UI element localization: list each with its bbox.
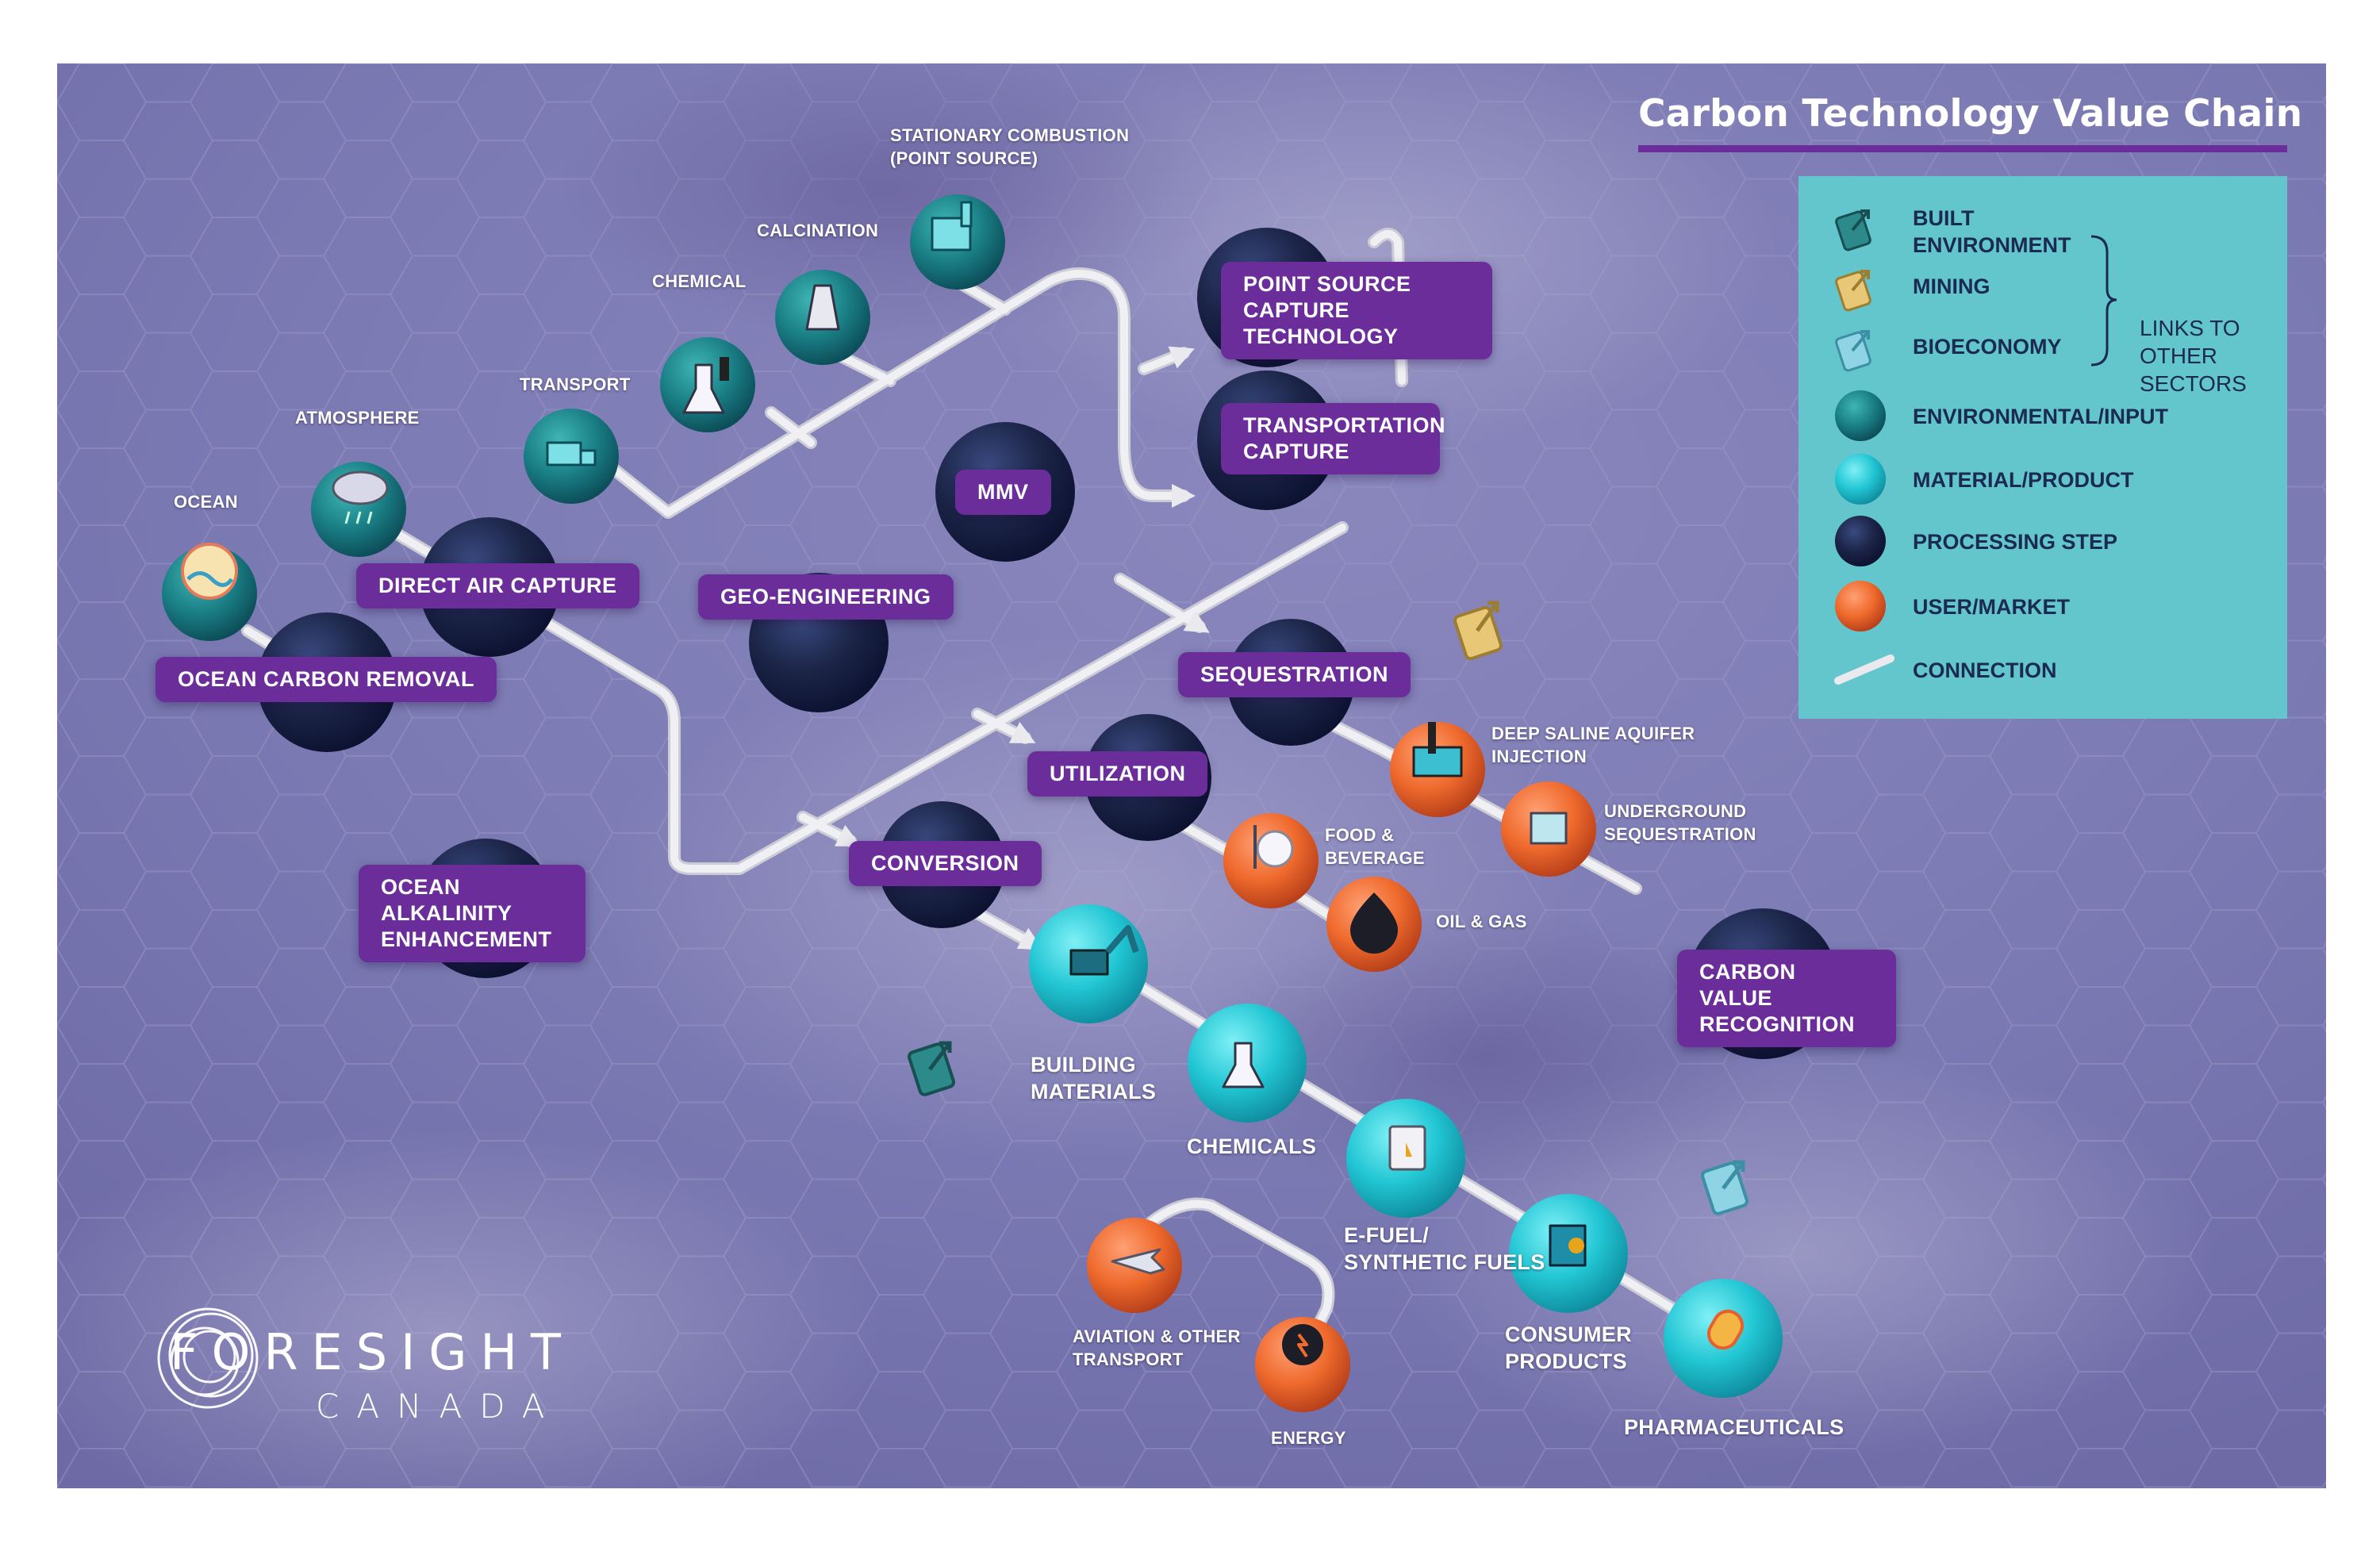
circuit-icon <box>1530 812 1568 845</box>
aviation-label: AVIATION & OTHER TRANSPORT <box>1073 1326 1241 1369</box>
ocean-label: OCEAN <box>174 492 238 512</box>
ocean-alkalinity-label: OCEAN ALKALINITY ENHANCEMENT <box>359 865 585 962</box>
legend: BUILT ENVIRONMENT MINING BIOECONOMY LINK… <box>1798 176 2287 719</box>
cloud-rain-icon <box>332 470 389 524</box>
legend-mining: MINING <box>1913 274 1990 298</box>
consumer-products-label: CONSUMER PRODUCTS <box>1505 1322 1632 1373</box>
energy-label: ENERGY <box>1271 1428 1346 1448</box>
shopping-bag-icon <box>1549 1224 1587 1267</box>
legend-material: MATERIAL/PRODUCT <box>1913 468 2134 492</box>
chemical-label: CHEMICAL <box>652 271 747 291</box>
gear-icon <box>1282 1324 1323 1365</box>
underground-label: UNDERGROUND SEQUESTRATION <box>1604 801 1756 844</box>
direct-air-capture-label: DIRECT AIR CAPTURE <box>356 563 639 608</box>
built-environment-link-icon <box>907 1041 956 1096</box>
user-market-swatch <box>1835 581 1886 631</box>
efuel-label: E-FUEL/ SYNTHETIC FUELS <box>1344 1223 1545 1274</box>
flask-icon <box>682 357 729 414</box>
geo-engineering-label: GEO-ENGINEERING <box>698 574 954 620</box>
fuel-can-icon <box>1388 1125 1426 1171</box>
pharmaceuticals-label: PHARMACEUTICALS <box>1624 1415 1844 1439</box>
processing-swatch <box>1835 516 1886 566</box>
legend-built-environment: BUILT ENVIRONMENT <box>1913 206 2071 257</box>
floating-link-icons <box>907 601 1749 1215</box>
mmv-label: MMV <box>955 470 1051 515</box>
value-chain-diagram: POINT SOURCE CAPTURE TECHNOLOGY TRANSPOR… <box>57 63 2326 1488</box>
logo-foresight: FORESIGHT <box>170 1323 574 1381</box>
title-underline <box>1638 145 2287 152</box>
connection-swatch <box>1834 654 1894 685</box>
brace-icon <box>2090 235 2117 367</box>
environmental-swatch <box>1835 390 1886 441</box>
chemicals-label: CHEMICALS <box>1187 1134 1317 1158</box>
wave-icon <box>181 543 238 600</box>
built-environment-icon <box>1835 209 1871 251</box>
cloud <box>57 1127 882 1488</box>
legend-processing: PROCESSING STEP <box>1913 530 2118 554</box>
transport-label: TRANSPORT <box>520 374 631 394</box>
ocean-carbon-removal-label: OCEAN CARBON REMOVAL <box>155 657 497 702</box>
plate-icon <box>1253 825 1294 869</box>
legend-user-market: USER/MARKET <box>1913 595 2071 619</box>
mining-link-icon <box>1453 601 1503 661</box>
links-to-other-sectors: LINKS TO OTHER SECTORS <box>2140 316 2247 396</box>
utilization-label: UTILIZATION <box>1027 751 1208 797</box>
atmosphere-label: ATMOSPHERE <box>295 408 420 428</box>
point-source-label: POINT SOURCE CAPTURE TECHNOLOGY <box>1221 262 1492 359</box>
airplane-icon <box>1111 1248 1165 1275</box>
cloud <box>1184 912 1787 1198</box>
legend-connection: CONNECTION <box>1913 658 2057 682</box>
logo-canada: CANADA <box>316 1387 562 1426</box>
page-title: Carbon Technology Value Chain <box>1638 92 2303 136</box>
bioeconomy-icon <box>1835 330 1871 372</box>
deep-saline-label: DEEP SALINE AQUIFER INJECTION <box>1491 724 1695 766</box>
aquifer-icon <box>1412 722 1463 777</box>
kiln-icon <box>805 284 840 331</box>
sequestration-label: SEQUESTRATION <box>1178 652 1411 697</box>
stationary-combustion-label: STATIONARY COMBUSTION (POINT SOURCE) <box>890 125 1130 168</box>
conversion-label: CONVERSION <box>849 841 1042 886</box>
oil-drop-icon <box>1350 892 1398 954</box>
pill-icon <box>1707 1309 1744 1350</box>
bioeconomy-link-icon <box>1700 1160 1749 1215</box>
building-materials-label: BUILDING MATERIALS <box>1031 1053 1157 1104</box>
food-beverage-label: FOOD & BEVERAGE <box>1325 825 1425 868</box>
truck-icon <box>546 441 597 466</box>
factory-icon <box>931 201 973 251</box>
flask-icon <box>1222 1042 1265 1088</box>
logo-ring-icon <box>157 1307 259 1409</box>
calcination-label: CALCINATION <box>757 221 879 240</box>
mining-icon <box>1835 270 1871 312</box>
transportation-capture-label: TRANSPORTATION CAPTURE <box>1221 403 1445 474</box>
material-swatch <box>1835 454 1886 505</box>
legend-bioeconomy: BIOECONOMY <box>1913 335 2062 359</box>
oil-gas-label: OIL & GAS <box>1436 912 1527 931</box>
excavator-icon <box>1069 925 1139 976</box>
sphere-icons <box>181 201 1744 1365</box>
carbon-value-label: CARBON VALUE RECOGNITION <box>1677 950 1896 1047</box>
legend-environmental: ENVIRONMENTAL/INPUT <box>1913 405 2168 428</box>
